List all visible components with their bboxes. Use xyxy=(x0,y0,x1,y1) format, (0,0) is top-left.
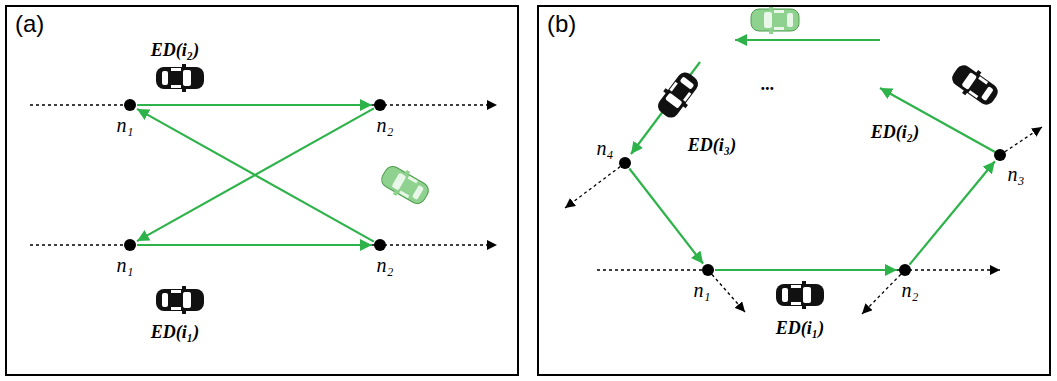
vehicle-label: ED(i₂) xyxy=(151,40,199,61)
node-label: n₃ xyxy=(1008,163,1025,186)
car-icon xyxy=(947,60,1002,110)
route-arrow xyxy=(910,161,995,264)
road-line xyxy=(708,270,745,312)
car-icon xyxy=(652,67,703,122)
road-line xyxy=(597,269,1000,270)
road-line xyxy=(1000,127,1042,155)
route-arrow xyxy=(629,169,703,264)
road-node: n₂ xyxy=(374,99,386,111)
vehicle-label: ED(i₁) xyxy=(776,318,824,339)
panel-label: (a) xyxy=(15,10,44,38)
route-arrow xyxy=(137,109,374,242)
road-line xyxy=(862,270,905,314)
road-line xyxy=(30,104,497,105)
road-node: n₄ xyxy=(619,157,631,169)
vehicle-label: ED(i₂) xyxy=(871,122,919,143)
route-arrow xyxy=(137,104,372,106)
route-arrow xyxy=(137,108,374,241)
node-label: n₂ xyxy=(902,279,919,302)
car-icon xyxy=(776,281,824,309)
node-label: n₁ xyxy=(117,114,134,137)
node-label: n₂ xyxy=(377,254,394,277)
road-line xyxy=(30,244,497,245)
road-node: n₁ xyxy=(124,239,136,251)
route-arrow xyxy=(735,39,880,41)
node-label: n₁ xyxy=(117,254,134,277)
car-icon xyxy=(156,64,204,92)
node-label: n₁ xyxy=(694,279,711,302)
node-label: n₂ xyxy=(377,114,394,137)
route-arrow xyxy=(137,244,372,246)
road-node: n₂ xyxy=(374,239,386,251)
route-arrow xyxy=(715,269,897,271)
panel-label: (b) xyxy=(547,10,576,38)
node-label: n₄ xyxy=(597,137,614,160)
car-icon xyxy=(751,6,799,34)
road-node: n₃ xyxy=(994,149,1006,161)
car-icon xyxy=(377,161,433,209)
car-icon xyxy=(156,286,204,314)
vehicle-label: ED(i₃) xyxy=(688,135,736,156)
road-line xyxy=(565,163,625,208)
vehicle-label: ED(i₁) xyxy=(151,322,199,343)
road-node: n₂ xyxy=(899,264,911,276)
panel-frame: (a) n₁ n₂ n₁ n₂ xyxy=(5,5,519,376)
road-node: n₁ xyxy=(702,264,714,276)
ellipsis-label: ... xyxy=(761,74,775,95)
road-node: n₁ xyxy=(124,99,136,111)
